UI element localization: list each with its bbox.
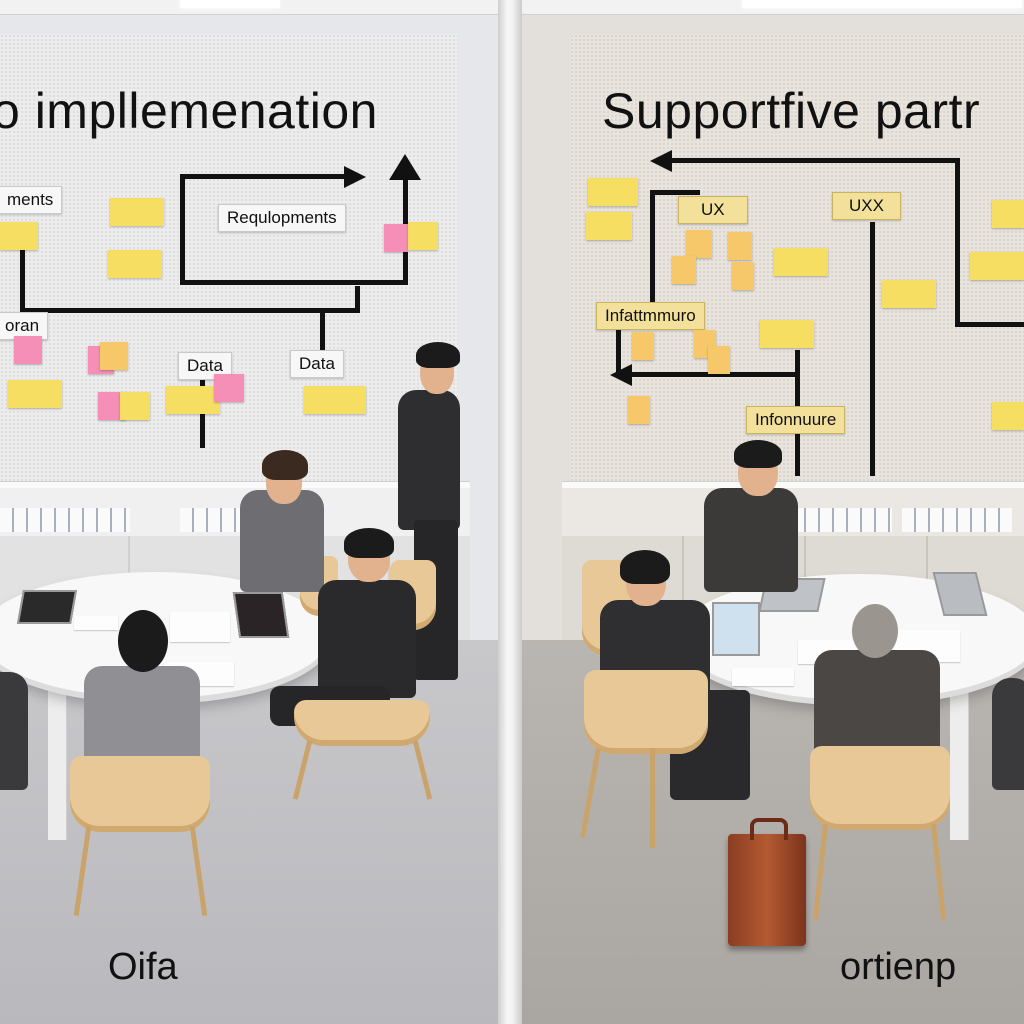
sticky-note bbox=[628, 396, 650, 424]
binders bbox=[792, 508, 892, 532]
caption: ortienp bbox=[840, 946, 957, 988]
headline: o impllemenation bbox=[0, 83, 378, 139]
flow-line bbox=[180, 280, 408, 285]
sticky-note bbox=[882, 280, 936, 308]
left-meeting-scene: o impllemenation ments Requlopments oran… bbox=[0, 0, 498, 1024]
flow-line bbox=[616, 330, 621, 376]
floor bbox=[0, 640, 498, 1024]
flow-line bbox=[870, 222, 875, 476]
whiteboard-wall bbox=[0, 34, 458, 484]
sticky-note bbox=[992, 402, 1024, 430]
sticky-note bbox=[8, 380, 62, 408]
flow-line bbox=[670, 158, 960, 163]
sticky-note bbox=[672, 256, 696, 284]
label-ux: UX bbox=[678, 196, 748, 224]
ceiling-light bbox=[180, 0, 280, 8]
sticky-note bbox=[992, 200, 1024, 228]
flow-line bbox=[180, 174, 185, 284]
sticky-note bbox=[14, 336, 42, 364]
arrow-right bbox=[344, 166, 366, 188]
right-meeting-scene: Supportfive partr UX UXX Infattmmuro Inf… bbox=[522, 0, 1024, 1024]
table-leg bbox=[950, 690, 968, 840]
chair bbox=[810, 746, 950, 830]
flow-line bbox=[320, 312, 325, 352]
laptop bbox=[17, 590, 77, 624]
papers bbox=[74, 616, 118, 630]
sticky-note bbox=[708, 346, 730, 374]
arrow-up bbox=[389, 154, 421, 180]
binders bbox=[0, 508, 130, 532]
sticky-note bbox=[588, 178, 638, 206]
sticky-note bbox=[774, 248, 828, 276]
binders bbox=[180, 508, 250, 532]
chair bbox=[70, 756, 210, 832]
sticky-note bbox=[586, 212, 632, 240]
sticky-note bbox=[166, 386, 220, 414]
headline: Supportfive partr bbox=[602, 83, 981, 139]
arrow-left bbox=[650, 150, 672, 172]
sticky-note bbox=[686, 230, 712, 258]
flow-line bbox=[355, 286, 360, 312]
sticky-note bbox=[970, 252, 1024, 280]
laptop bbox=[712, 602, 760, 656]
flow-line bbox=[20, 240, 25, 312]
label-data-1: Data bbox=[178, 352, 232, 380]
table-leg bbox=[48, 680, 66, 840]
label-infrastructure: Infattmmuro bbox=[596, 302, 705, 330]
chair-leg bbox=[650, 748, 655, 848]
flow-line bbox=[650, 190, 655, 302]
panel-divider bbox=[498, 0, 522, 1024]
papers bbox=[732, 668, 794, 686]
flow-line bbox=[650, 190, 700, 195]
sticky-note bbox=[214, 374, 244, 402]
flow-line bbox=[180, 174, 348, 179]
label-infonnuure: Infonnuure bbox=[746, 406, 846, 434]
briefcase bbox=[728, 818, 806, 946]
sticky-note bbox=[100, 342, 128, 370]
label-requirements: Requlopments bbox=[218, 204, 346, 232]
sticky-note bbox=[384, 224, 408, 252]
sticky-note bbox=[120, 392, 150, 420]
binders bbox=[902, 508, 1012, 532]
sticky-note bbox=[632, 332, 654, 360]
ceiling-light bbox=[742, 0, 1022, 8]
label-data-2: Data bbox=[290, 350, 344, 378]
laptop bbox=[232, 592, 290, 638]
sticky-note bbox=[110, 198, 164, 226]
sticky-note bbox=[728, 232, 752, 260]
sticky-note bbox=[0, 222, 38, 250]
sticky-note bbox=[732, 262, 754, 290]
flow-line bbox=[630, 372, 800, 377]
sticky-note bbox=[408, 222, 438, 250]
papers bbox=[170, 612, 230, 642]
chair bbox=[584, 670, 708, 754]
caption: Oifa bbox=[108, 946, 178, 988]
sticky-note bbox=[108, 250, 162, 278]
sticky-note bbox=[760, 320, 814, 348]
flow-line bbox=[20, 308, 360, 313]
label-uxx: UXX bbox=[832, 192, 901, 220]
chair bbox=[294, 700, 430, 746]
label-ments: ments bbox=[0, 186, 63, 214]
flow-line bbox=[955, 158, 960, 326]
flow-line bbox=[955, 322, 1024, 327]
arrow-left bbox=[610, 364, 632, 386]
sticky-note bbox=[304, 386, 366, 414]
